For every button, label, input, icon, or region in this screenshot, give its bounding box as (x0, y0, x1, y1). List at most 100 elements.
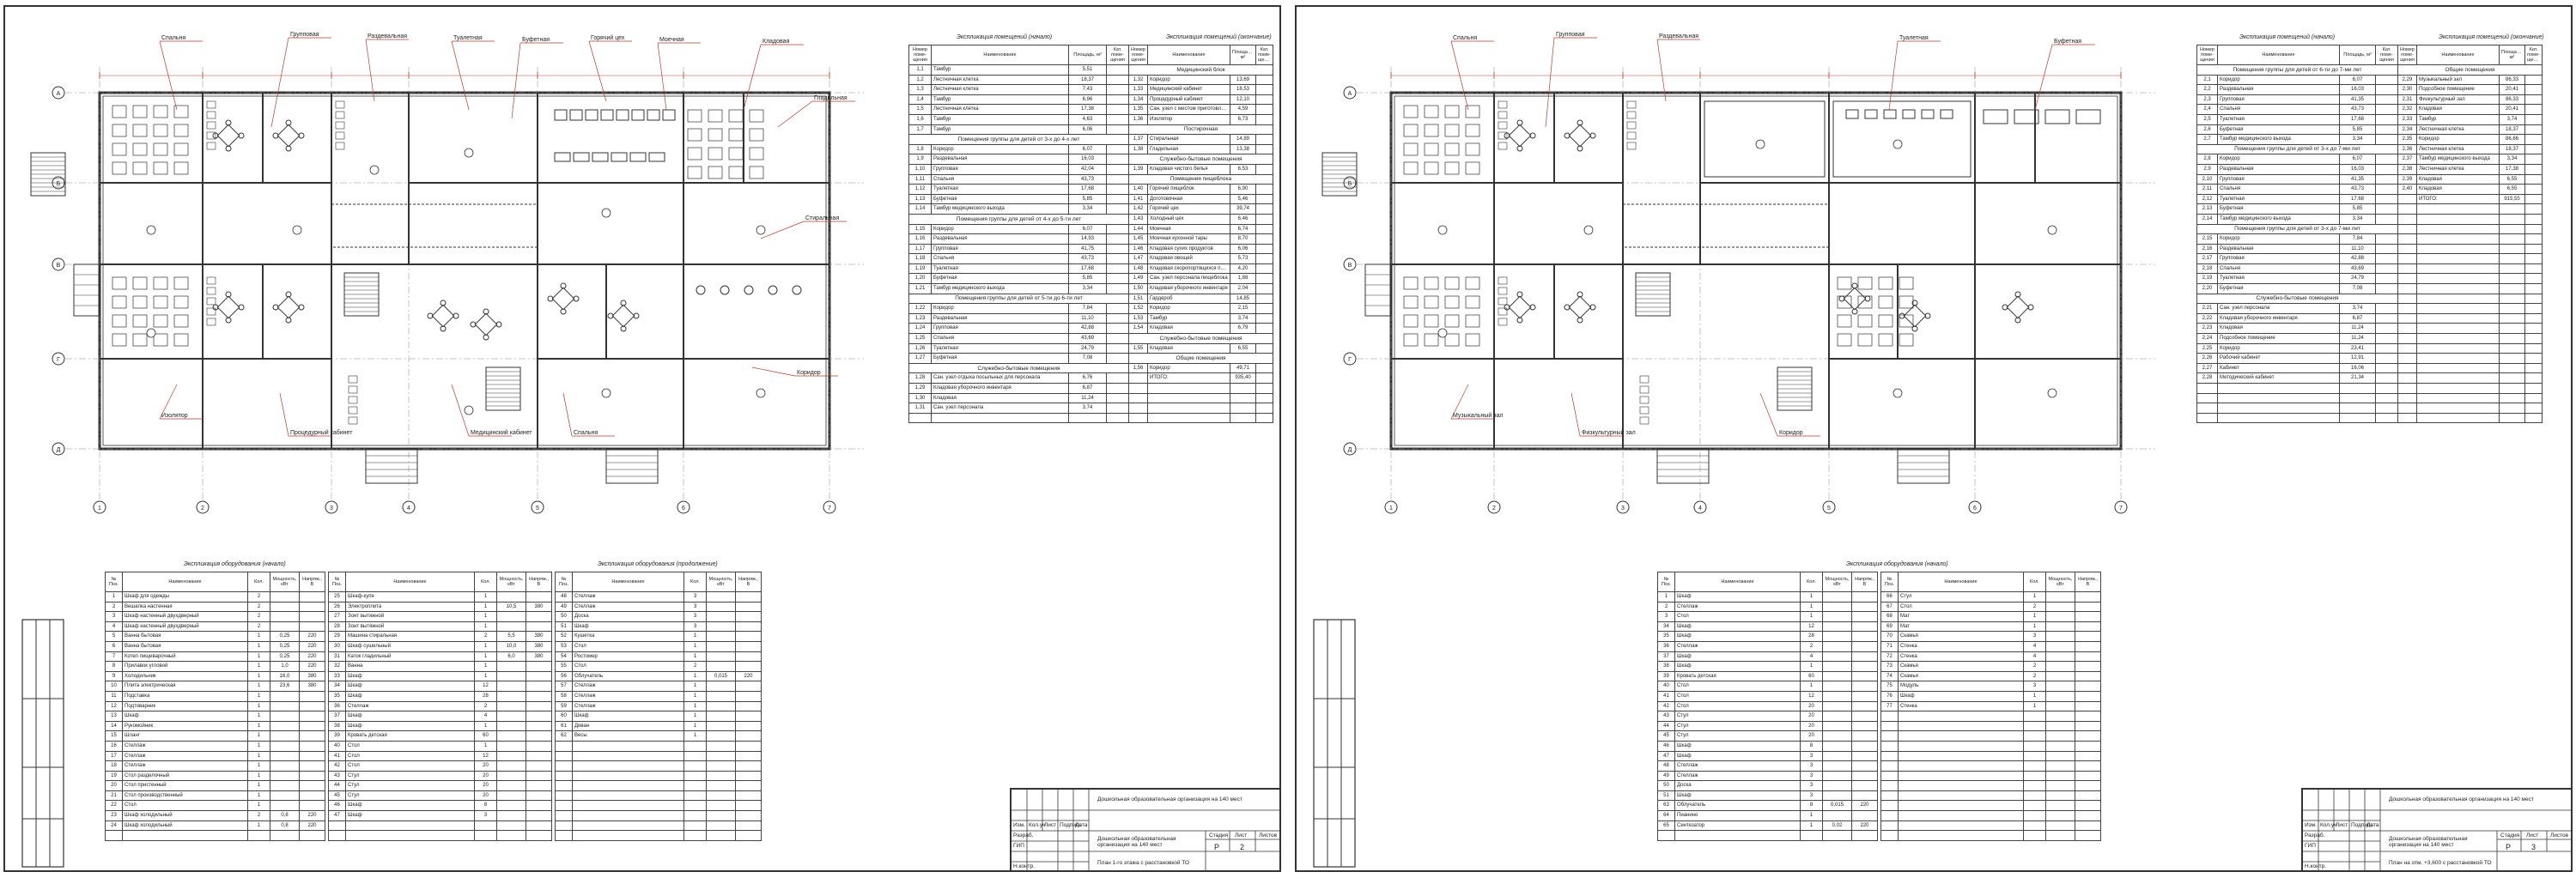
bed-icon (112, 295, 127, 309)
equip-voltage (2075, 611, 2101, 622)
equip-qty: 2 (2023, 670, 2046, 682)
room-area: 43,73 (1068, 173, 1107, 185)
chair-icon (1577, 145, 1583, 152)
equip-name: Ростомер (572, 651, 684, 663)
equip-qty: 1 (2023, 621, 2046, 633)
bed-icon (1899, 314, 1914, 328)
room-category (1106, 383, 1129, 394)
room-category (1106, 273, 1129, 285)
col-header: № Поз. (105, 572, 123, 592)
chair-icon (1529, 304, 1536, 311)
equip-power (1822, 690, 1852, 702)
room-name: Холодный цех (1147, 213, 1230, 225)
equip-voltage (526, 711, 552, 722)
equip-power (496, 690, 526, 702)
equip-power (1822, 651, 1852, 663)
room-annotation: Раздевальная (368, 33, 407, 39)
room-number: 2,8 (2196, 154, 2218, 165)
section-title: Помещения группы для детей от 3-х до 4-х… (908, 134, 1129, 145)
room-annotation: Физкультурный зал (1582, 429, 1636, 436)
equip-pos: 43 (328, 770, 346, 782)
equip-power (1822, 670, 1852, 682)
room-number: 2,28 (2196, 372, 2218, 384)
equip-qty: 2 (247, 611, 270, 622)
room-marker (146, 225, 156, 235)
room-name: Стиральная (1147, 134, 1230, 145)
equip-power (270, 601, 300, 613)
room-number: 1,3 (908, 84, 932, 95)
room-annotation: Коридор (797, 370, 821, 376)
equip-pos: 77 (1880, 700, 1899, 712)
equip-pos: 63 (1657, 800, 1675, 812)
axis-marker (52, 442, 65, 456)
room-category (1106, 193, 1129, 205)
room-category (1255, 283, 1273, 294)
bed-icon (687, 109, 702, 123)
stair-outline (1635, 272, 1671, 317)
equip-voltage: 380 (299, 681, 325, 692)
room-area: 86,33 (2499, 94, 2525, 106)
room-number: 2,17 (2196, 253, 2218, 264)
room-area: 12,91 (2339, 353, 2376, 364)
bed-icon (1424, 314, 1439, 328)
room-number: 1,50 (1128, 283, 1148, 294)
equip-voltage (1851, 730, 1878, 742)
room-category (2524, 134, 2543, 145)
equip-name: Шкаф холодильный (122, 820, 248, 832)
room-number: 2,36 (2397, 143, 2417, 155)
room-name: Подсобное помещение (2416, 84, 2500, 95)
room-number: 2,24 (2196, 333, 2218, 344)
equip-power: 10,0 (496, 640, 526, 652)
room-area: 13,38 (1230, 143, 1256, 155)
equip-power (270, 700, 300, 712)
equip-pos: 43 (1657, 711, 1675, 722)
chair-icon (1516, 119, 1523, 126)
equip-power: 5,5 (496, 631, 526, 642)
section-title: Служебно-бытовые помещения (1128, 154, 1273, 165)
room-area: 7,43 (1068, 84, 1107, 95)
sheet-number: 2 (1240, 843, 1245, 851)
table-icon (276, 124, 301, 148)
room-marker (146, 328, 156, 338)
room-area: 43,69 (1068, 333, 1107, 344)
chair-icon (1564, 304, 1571, 311)
bed-icon (687, 166, 702, 179)
room-name: ИТОГО: (1147, 372, 1230, 384)
room-name: Туалетная (931, 342, 1069, 354)
room-marker (1755, 139, 1765, 149)
title-block-grid (1012, 790, 1279, 870)
room-number: 1,44 (1128, 223, 1148, 235)
bed-icon (1857, 295, 1873, 309)
table-icon (1903, 304, 1927, 328)
axis-marker (1968, 500, 1982, 514)
equip-power (1822, 681, 1852, 692)
col-header: № Поз. (328, 572, 346, 592)
room-number: 2,15 (2196, 233, 2218, 245)
room-area: 4,20 (1230, 263, 1256, 275)
bed-icon (132, 295, 148, 309)
bed-icon (173, 333, 189, 347)
room-name: Лестничная клетка (931, 84, 1069, 95)
room-category (1106, 243, 1129, 255)
equip-voltage (299, 780, 325, 791)
room-area: 7,08 (1068, 353, 1107, 364)
empty-row (2196, 403, 2398, 414)
chair-icon (1851, 308, 1858, 315)
room-number: 2,30 (2397, 84, 2417, 95)
equip-voltage (299, 591, 325, 602)
room-category (1106, 253, 1129, 264)
